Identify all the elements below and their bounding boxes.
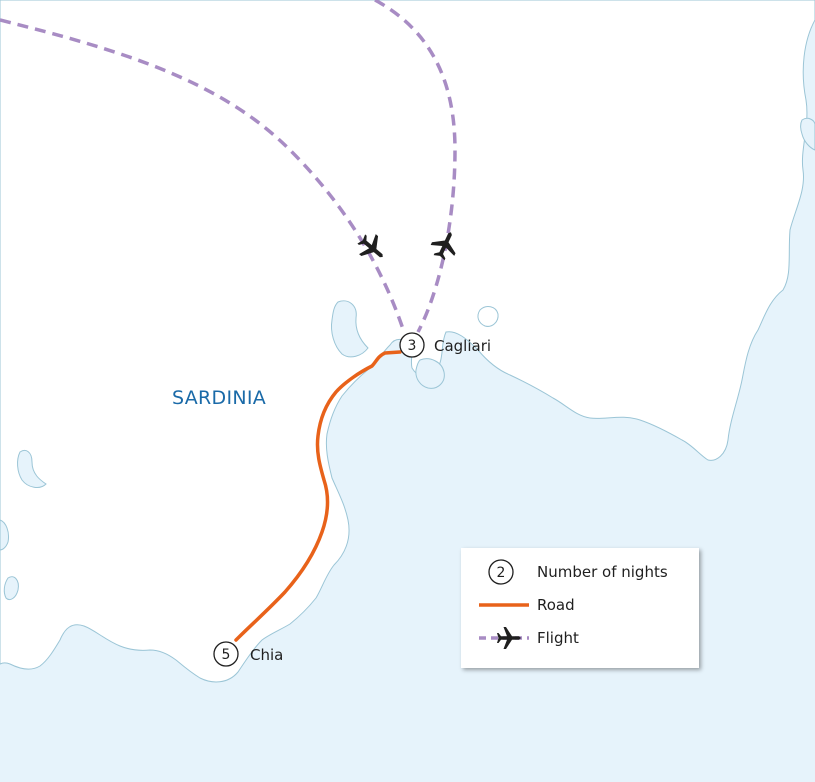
legend-label-flight: Flight <box>537 629 579 647</box>
legend-label-nights: Number of nights <box>537 563 668 581</box>
number-badge-icon <box>213 641 239 667</box>
road-route <box>234 350 402 642</box>
legend-item-flight: Flight <box>461 624 699 652</box>
road-line-icon <box>479 603 529 607</box>
place-name-cagliari: Cagliari <box>434 337 491 355</box>
number-badge-icon <box>399 332 425 358</box>
number-badge-icon: 2 <box>488 559 514 585</box>
airplane-icon <box>430 232 456 261</box>
place-name-chia: Chia <box>250 646 283 664</box>
flight-route-west <box>0 18 406 333</box>
place-nights-chia: 5 <box>222 647 231 663</box>
legend-nights-sample: 2 <box>497 565 506 581</box>
islet-5 <box>800 117 815 151</box>
flight-line-icon <box>479 627 529 649</box>
islet-3 <box>0 519 9 551</box>
map-legend: 2 Number of nights Road Flight <box>461 548 699 668</box>
legend-item-road: Road <box>461 591 699 619</box>
airplane-icon <box>497 627 521 649</box>
lagoon-west-cagliari <box>331 300 369 358</box>
legend-item-nights: 2 Number of nights <box>461 558 699 586</box>
place-nights-cagliari: 3 <box>408 338 417 354</box>
place-marker-cagliari[interactable]: 3 Cagliari <box>399 332 491 358</box>
flight-route-north <box>374 0 457 333</box>
islet-1 <box>477 306 499 327</box>
place-marker-chia[interactable]: 5 Chia <box>213 641 283 667</box>
airplane-icon <box>357 234 383 258</box>
islet-2 <box>17 449 47 488</box>
lagoon-east-cagliari <box>415 358 445 389</box>
islet-4 <box>3 576 19 601</box>
legend-label-road: Road <box>537 596 575 614</box>
region-label-sardinia: SARDINIA <box>172 387 266 409</box>
